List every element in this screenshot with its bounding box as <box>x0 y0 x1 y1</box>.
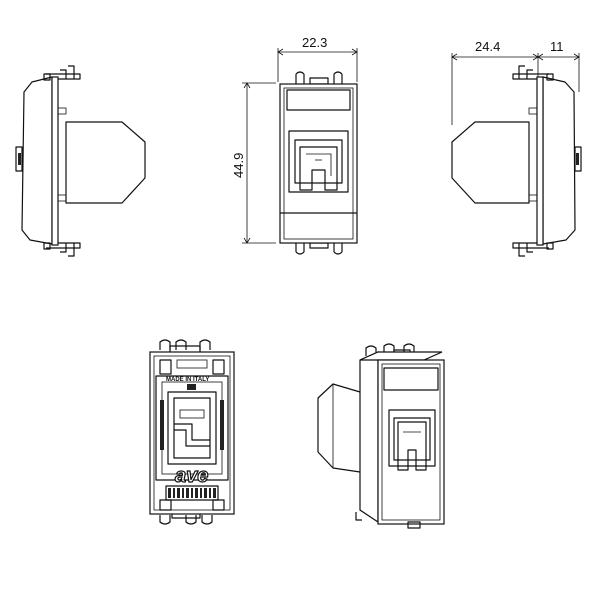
right-side-view: 24.4 11 <box>451 39 582 257</box>
front-view: 22.3 44.9 <box>231 35 358 255</box>
brand-logo: ave <box>175 465 208 487</box>
dim-height-front: 44.9 <box>231 153 246 178</box>
isometric-view <box>317 343 445 529</box>
dim-depth-side: 24.4 <box>475 39 500 54</box>
dim-width-front: 22.3 <box>302 35 327 50</box>
left-side-view <box>15 65 146 257</box>
code-stripes <box>168 488 216 498</box>
made-in-label: MADE IN ITALY <box>166 377 209 383</box>
rear-view: MADE IN ITALY ave <box>149 339 235 525</box>
dim-side-offset: 11 <box>550 39 564 54</box>
